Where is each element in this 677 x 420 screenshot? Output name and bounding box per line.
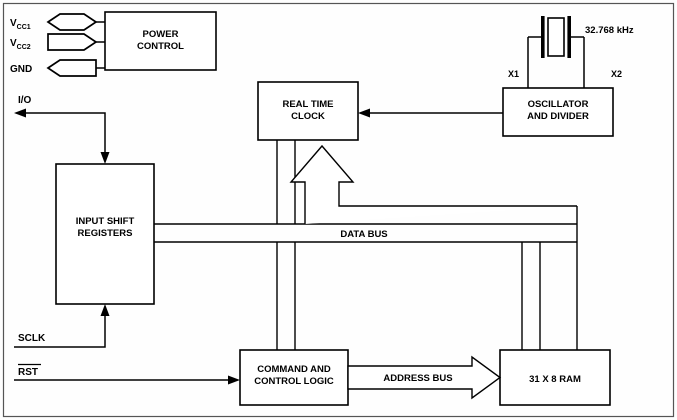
block-oscillator-and-divider: [502, 87, 614, 137]
block-real-time-clock: [257, 81, 359, 141]
block-power-control: [104, 11, 217, 71]
block-label-input-shift-line1: INPUT SHIFT: [76, 216, 135, 227]
block-label-command-line1: COMMAND AND: [257, 364, 331, 375]
pin-symbol-vcc2: [47, 33, 98, 51]
pin-symbol-gnd: [46, 59, 97, 77]
pin-label-vcc1: VCC1: [10, 18, 31, 31]
block-label-oscillator-line1: OSCILLATOR: [528, 99, 589, 110]
block-label-ram: 31 X 8 RAM: [529, 374, 581, 385]
block-label-input-shift-line2: REGISTERS: [78, 228, 133, 239]
arrowhead-rst-into-command: [228, 375, 240, 385]
data-bus-arrow-into-rtc: [289, 144, 577, 224]
block-input-shift-registers: [55, 163, 155, 305]
block-label-command-line2: CONTROL LOGIC: [254, 376, 334, 387]
pin-label-vcc2: VCC2: [10, 38, 31, 51]
block-label-power-control-line1: POWER: [143, 29, 179, 40]
terminal-label-x2: X2: [611, 69, 622, 79]
block-command-and-control-logic: [239, 349, 349, 406]
block-label-rtc-line1: REAL TIME: [282, 99, 333, 110]
arrowhead-osc-into-rtc: [358, 108, 370, 118]
address-bus-arrow: [347, 355, 502, 400]
arrowhead-io-out: [14, 108, 26, 118]
wire-io: [25, 112, 106, 158]
bus-label-address-bus: ADDRESS BUS: [383, 373, 452, 384]
block-label-power-control-line2: CONTROL: [137, 41, 184, 52]
pin-label-rst: RST: [18, 367, 38, 378]
pin-symbol-vcc1: [46, 13, 98, 31]
pin-label-io: I/O: [18, 95, 32, 106]
crystal-body: [547, 17, 565, 57]
crystal-frequency-label: 32.768 kHz: [585, 25, 634, 36]
arrowhead-io-into-shift: [100, 152, 110, 164]
pin-label-gnd: GND: [10, 64, 32, 75]
block-label-rtc-line2: CLOCK: [291, 111, 325, 122]
arrowhead-sclk-into-shift: [100, 304, 110, 316]
wire-sclk: [14, 316, 106, 348]
terminal-label-x1: X1: [508, 69, 519, 79]
pin-label-sclk: SCLK: [18, 333, 46, 344]
bus-label-data-bus: DATA BUS: [340, 229, 387, 240]
block-label-oscillator-line2: AND DIVIDER: [527, 111, 589, 122]
